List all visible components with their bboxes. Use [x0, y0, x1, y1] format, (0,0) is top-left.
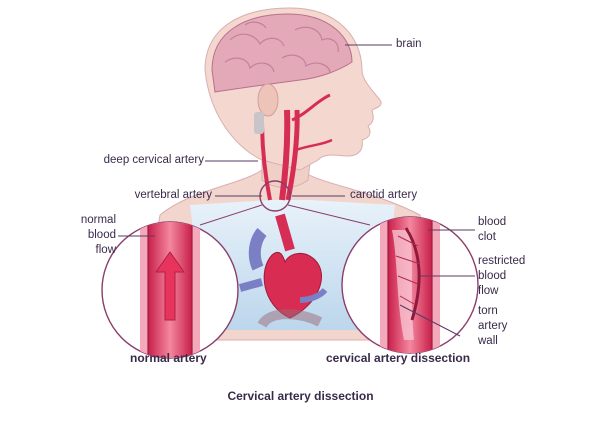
label-line: blood	[478, 216, 507, 228]
aorta	[275, 213, 295, 252]
label-line: blood	[87, 229, 116, 241]
lungs	[257, 309, 323, 329]
label-cervical-artery-dissection: cervical artery dissection	[326, 351, 471, 365]
label-line: restricted	[478, 255, 526, 267]
ear	[257, 83, 279, 117]
vein-branch	[299, 287, 328, 303]
label-line: clot	[478, 231, 496, 243]
vertebra	[254, 112, 264, 134]
label-deep-cervical-artery: deep cervical artery	[103, 154, 204, 166]
label-torn-artery-wall: torn artery wall	[478, 304, 507, 349]
label-line: blood	[478, 270, 507, 282]
vena-cava	[248, 228, 267, 271]
connector-left	[199, 204, 263, 226]
dissection-view	[341, 216, 479, 354]
label-line: artery	[478, 320, 508, 332]
label-carotid-artery: carotid artery	[350, 189, 418, 201]
brain-folds	[224, 21, 339, 73]
label-normal-artery: normal artery	[130, 351, 207, 365]
label-vertebral-artery: vertebral artery	[134, 189, 212, 201]
label-line: normal	[80, 214, 116, 226]
label-restricted-blood-flow: restricted blood flow	[478, 254, 525, 299]
figure-caption: Cervical artery dissection	[227, 389, 374, 403]
label-brain: brain	[396, 38, 422, 50]
label-normal-blood-flow: normal blood flow	[60, 213, 116, 258]
carotid-artery-vessel	[279, 109, 291, 201]
normal-artery-view	[101, 221, 239, 359]
artery-branch	[291, 93, 331, 122]
arrow-up-icon	[155, 251, 185, 321]
label-blood-clot: blood clot	[478, 215, 506, 245]
label-line: flow	[95, 244, 116, 256]
connector-right	[287, 204, 371, 226]
label-line: torn	[478, 305, 498, 317]
artery-branch	[295, 138, 333, 152]
pointer-lines	[118, 44, 475, 337]
label-line: flow	[478, 285, 499, 297]
vein-branch	[238, 278, 264, 292]
label-line: wall	[478, 335, 498, 347]
